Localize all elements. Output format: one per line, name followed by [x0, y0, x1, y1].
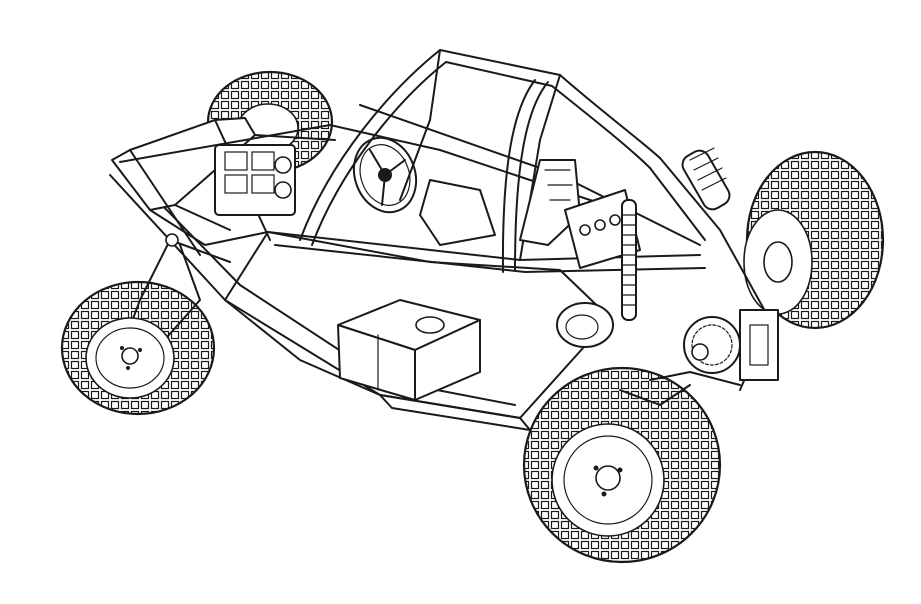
wheel-front-right [522, 366, 722, 564]
shock-absorber [621, 147, 731, 321]
sprocket [683, 309, 779, 381]
steering-wheel-icon [352, 136, 418, 214]
roll-cage [267, 49, 771, 391]
wheel-front-left [60, 280, 216, 416]
wheel-rear-right [743, 150, 885, 330]
engine [214, 144, 296, 216]
seats [419, 159, 581, 246]
fuel-tank [337, 299, 481, 401]
